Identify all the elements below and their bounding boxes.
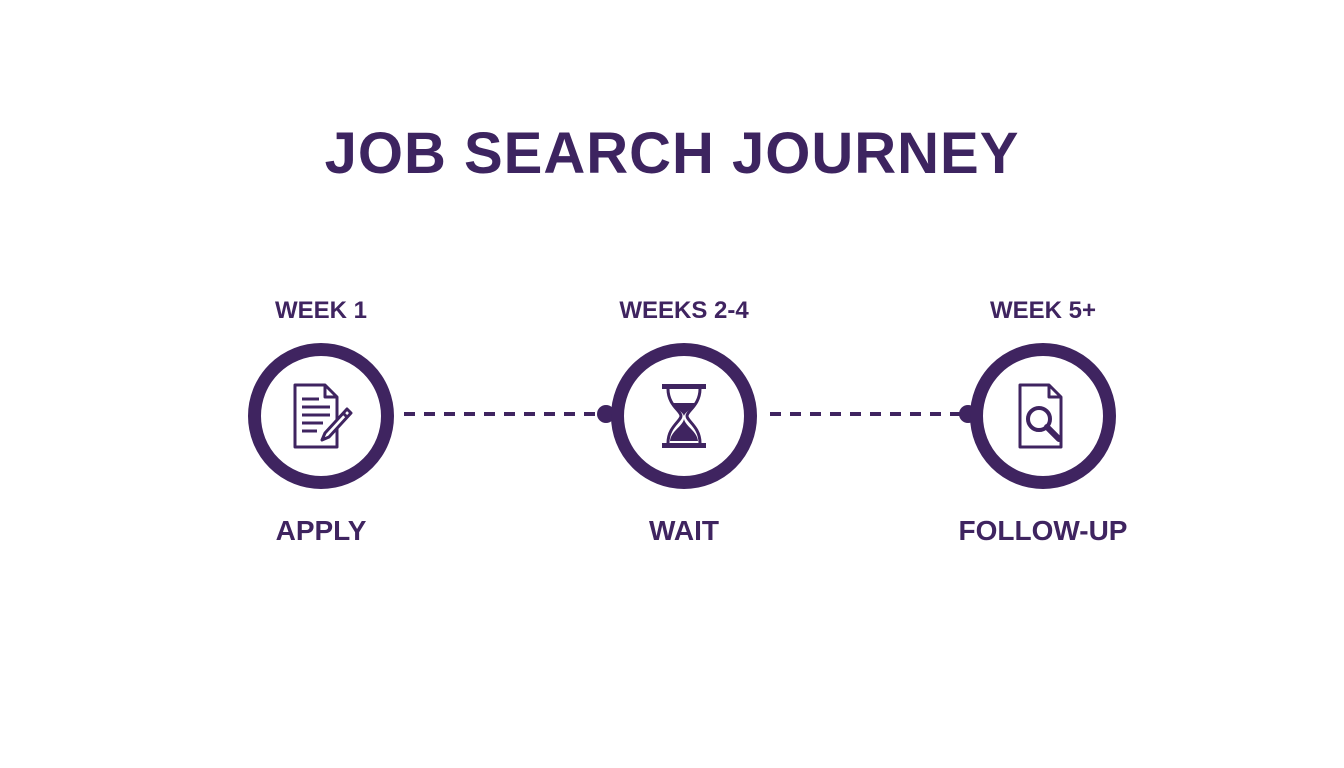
step-period: WEEKS 2-4 — [619, 297, 749, 324]
step-follow-up: WEEK 5+ FOLLOW-UP — [913, 0, 1173, 768]
step-label: FOLLOW-UP — [958, 515, 1128, 546]
step-label: WAIT — [649, 515, 719, 546]
step-wait: WEEKS 2-4 WAIT — [554, 0, 814, 768]
document-edit-icon — [289, 381, 353, 451]
connector-node-1 — [597, 405, 615, 423]
document-search-icon — [1015, 381, 1071, 451]
step-circle — [248, 343, 394, 489]
step-label: APPLY — [275, 515, 367, 546]
step-apply: WEEK 1 APPLY — [191, 0, 451, 768]
step-period: WEEK 1 — [274, 297, 367, 324]
step-circle — [970, 343, 1116, 489]
hourglass-icon — [659, 381, 709, 451]
step-period: WEEK 5+ — [989, 297, 1097, 324]
diagram-title: JOB SEARCH JOURNEY — [324, 121, 1020, 186]
step-circle — [611, 343, 757, 489]
